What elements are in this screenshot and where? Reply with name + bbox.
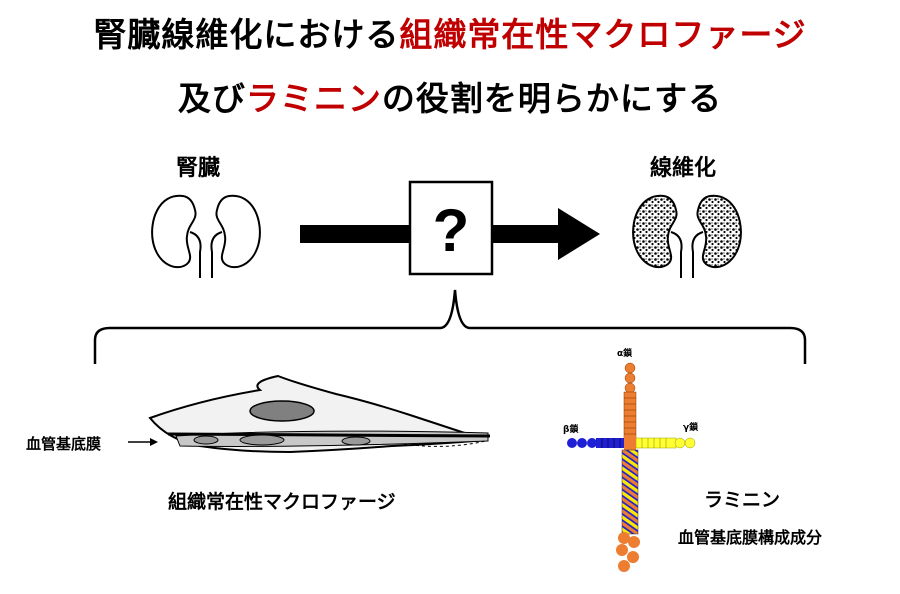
fibrosis-label: 線維化 <box>650 156 717 181</box>
arrow-shaft-left <box>300 225 412 243</box>
fibrotic-kidney-icon <box>632 194 742 278</box>
beta-chain-label: β鎖 <box>563 425 579 435</box>
brace <box>93 289 807 364</box>
title-line-1-red: 組織常在性マクロファージ <box>399 15 807 54</box>
gamma-chain-label: γ鎖 <box>683 423 699 433</box>
kidney-icon <box>151 194 261 278</box>
laminin-label: ラミニン <box>704 489 781 511</box>
title-line-2-black-1: 及び <box>177 79 246 118</box>
title-line-2-red: ラミニン <box>245 79 382 118</box>
macrophage-nucleus <box>249 400 315 422</box>
basement-membrane-arrow <box>128 438 158 446</box>
title-line-2: 及びラミニンの役割を明らかにする <box>0 72 900 120</box>
title-line-1-black: 腎臓線維化における <box>93 15 400 54</box>
question-box <box>408 180 494 276</box>
kidney-label: 腎臓 <box>176 156 221 181</box>
arrow-head <box>558 208 600 260</box>
macrophage-illustration <box>148 374 491 454</box>
title-line-1: 腎臓線維化における組織常在性マクロファージ <box>0 8 900 56</box>
question-mark: ? <box>433 197 470 264</box>
laminin-description: 血管基底膜構成成分 <box>678 528 823 547</box>
macrophage-label: 組織常在性マクロファージ <box>168 491 396 513</box>
basement-membrane-label: 血管基底膜 <box>26 435 102 453</box>
title-line-2-black-2: の役割を明らかにする <box>381 79 723 118</box>
alpha-chain-label: α鎖 <box>617 349 633 359</box>
arrow-shaft-right <box>490 225 560 243</box>
laminin-illustration <box>567 362 696 572</box>
